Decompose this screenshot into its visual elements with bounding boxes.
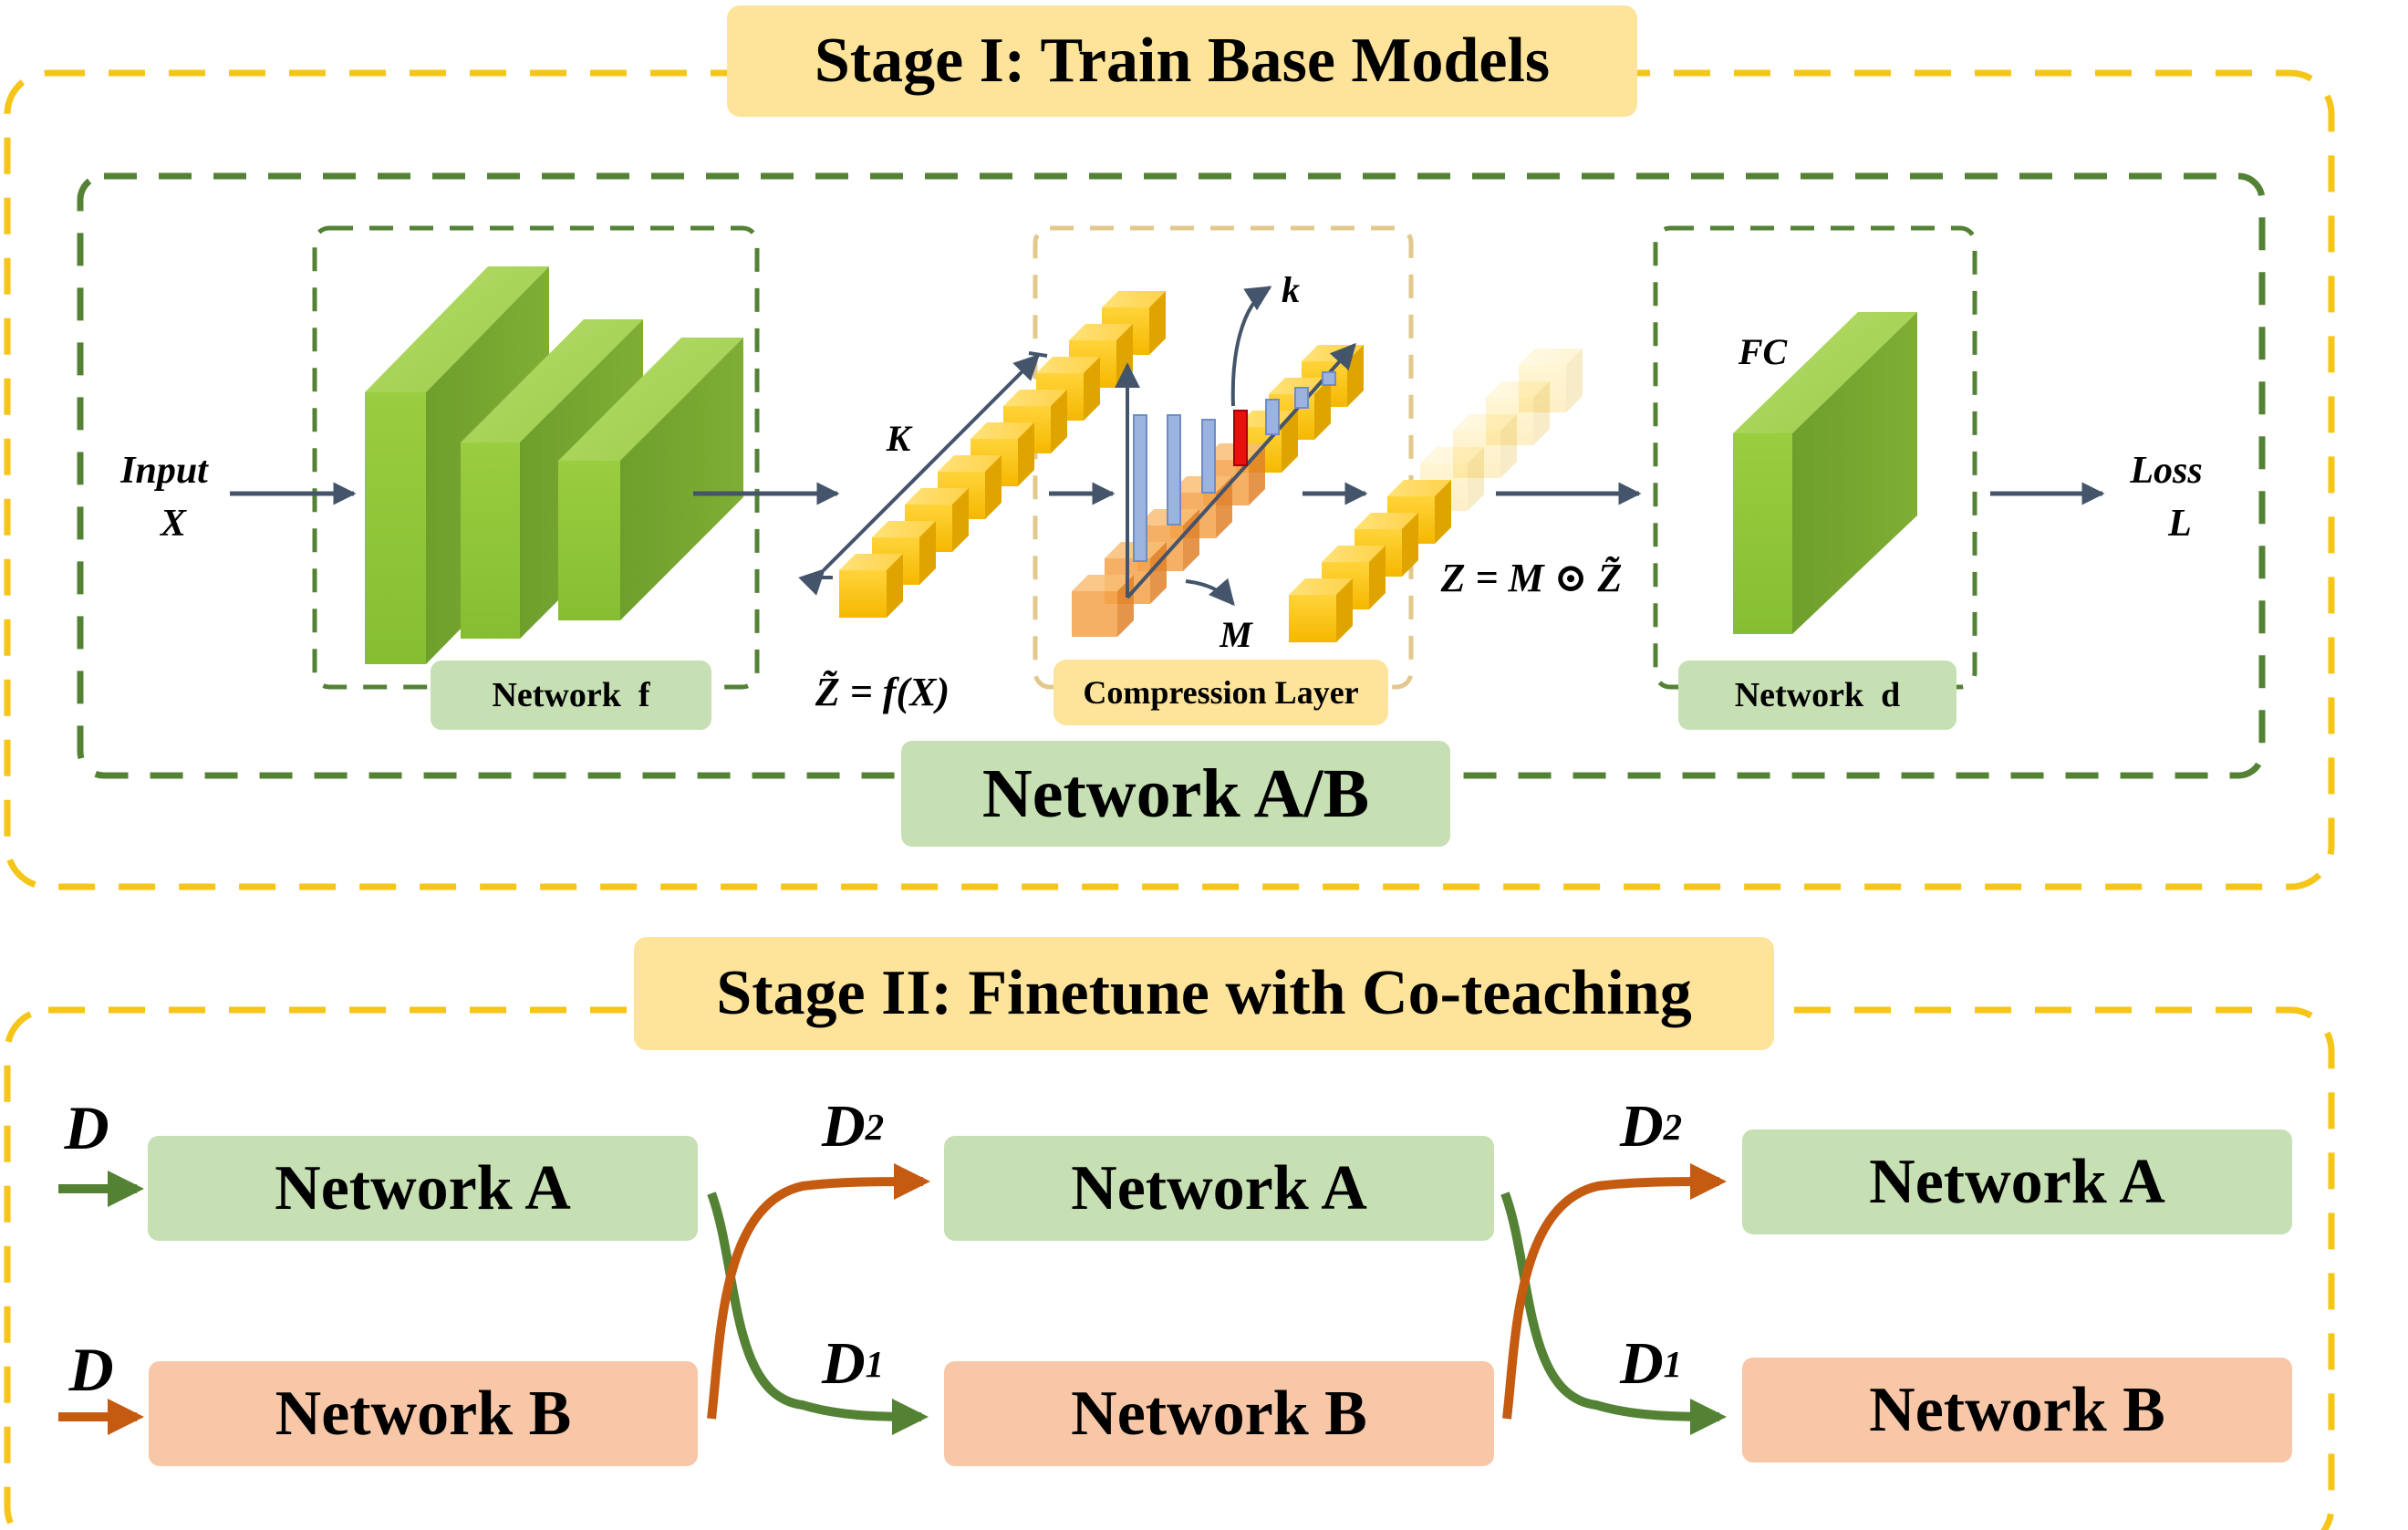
top-k-label: k — [1282, 268, 1300, 310]
cube-side — [1117, 575, 1134, 637]
stage1-frame — [4, 69, 2335, 890]
cube-side — [1216, 476, 1232, 538]
cross-arrow-b-to-a-1 — [707, 1163, 930, 1420]
cube-top — [1420, 447, 1484, 463]
stage2-frame — [4, 1006, 2335, 1530]
importance-bar — [1201, 419, 1216, 494]
compression-layer-label: Compression Layer — [1054, 660, 1388, 725]
k-dimension-label: K — [886, 417, 911, 459]
data-label-top: D — [64, 1092, 109, 1162]
cube-side — [1435, 480, 1451, 544]
loss-label: Loss — [2130, 450, 2203, 492]
cube-side — [1336, 578, 1353, 642]
k-dimension-line — [798, 351, 1048, 596]
cube-side — [1314, 378, 1331, 440]
stage1-title: Stage I: Train Base Models — [727, 5, 1637, 117]
importance-bar — [1133, 414, 1147, 562]
z-vector — [1289, 349, 1583, 642]
cross-arrow-b-to-a-2 — [1502, 1163, 1727, 1420]
network-a-box-1: Network A — [148, 1136, 698, 1241]
importance-bar — [1294, 387, 1309, 409]
cube-side — [1533, 381, 1550, 445]
network-b-box-2: Network B — [944, 1361, 1494, 1466]
network-b-box-3: Network B — [1742, 1358, 2292, 1462]
cube-face — [1072, 591, 1117, 637]
cube-face — [1289, 595, 1336, 642]
cross-arrow-a-to-b-2 — [1500, 1192, 1727, 1435]
cube-top — [1036, 357, 1100, 373]
network-ab-frame — [77, 172, 2266, 779]
conv-block-3 — [558, 338, 743, 620]
network-a-box-3: Network A — [1742, 1129, 2292, 1234]
cube-top — [1387, 480, 1451, 496]
network-d-label: Network d — [1678, 661, 1956, 730]
network-a-box-2: Network A — [944, 1136, 1494, 1241]
cross-arrow-a-to-b-1 — [707, 1192, 929, 1435]
cube-top — [1519, 349, 1583, 365]
cube-top — [1102, 291, 1166, 307]
cube-top — [1069, 324, 1133, 340]
selected-bar — [1233, 410, 1248, 466]
cube-top — [1289, 578, 1353, 595]
fc-block — [1733, 312, 1917, 634]
z-equation: Z = M ⊙ Z̃ — [1440, 555, 1623, 600]
cube-top — [1354, 513, 1418, 529]
cube-top — [1322, 546, 1386, 562]
m-pointer-arrow — [1185, 578, 1235, 607]
cube-side — [1369, 546, 1386, 609]
network-f-label: Network f — [431, 661, 711, 730]
importance-bar — [1322, 371, 1336, 386]
importance-bars — [1133, 371, 1336, 562]
cube-side — [1468, 447, 1484, 511]
k-pointer-arrow — [1230, 286, 1272, 407]
compression-axes — [1115, 342, 1356, 599]
cube-side — [1051, 390, 1067, 453]
network-ab-label: Network A/B — [901, 741, 1450, 847]
cube-side — [1566, 349, 1583, 412]
stage2-title: Stage II: Finetune with Co-teaching — [634, 937, 1774, 1050]
fc-label: FC — [1738, 330, 1788, 372]
importance-bar — [1167, 414, 1181, 526]
cube-side — [1282, 411, 1298, 473]
input-label: Input — [120, 450, 208, 492]
data-label-bottom: D — [68, 1334, 114, 1404]
cube-face — [839, 570, 887, 618]
z-tilde-equation: Z̃ = f(X) — [815, 669, 950, 714]
cube-top — [1072, 575, 1134, 591]
loss-variable: L — [2168, 503, 2192, 545]
cube-side — [1084, 357, 1100, 421]
network-d-frame — [1653, 225, 1977, 690]
cube-top — [1486, 381, 1550, 398]
cube-side — [1500, 414, 1517, 478]
cube-side — [1402, 513, 1418, 577]
input-variable: X — [160, 503, 186, 545]
cube-side — [1149, 291, 1166, 355]
cube-top — [1453, 414, 1517, 431]
network-b-box-1: Network B — [149, 1361, 698, 1466]
importance-bar — [1265, 399, 1280, 435]
mask-label: M — [1220, 613, 1252, 655]
